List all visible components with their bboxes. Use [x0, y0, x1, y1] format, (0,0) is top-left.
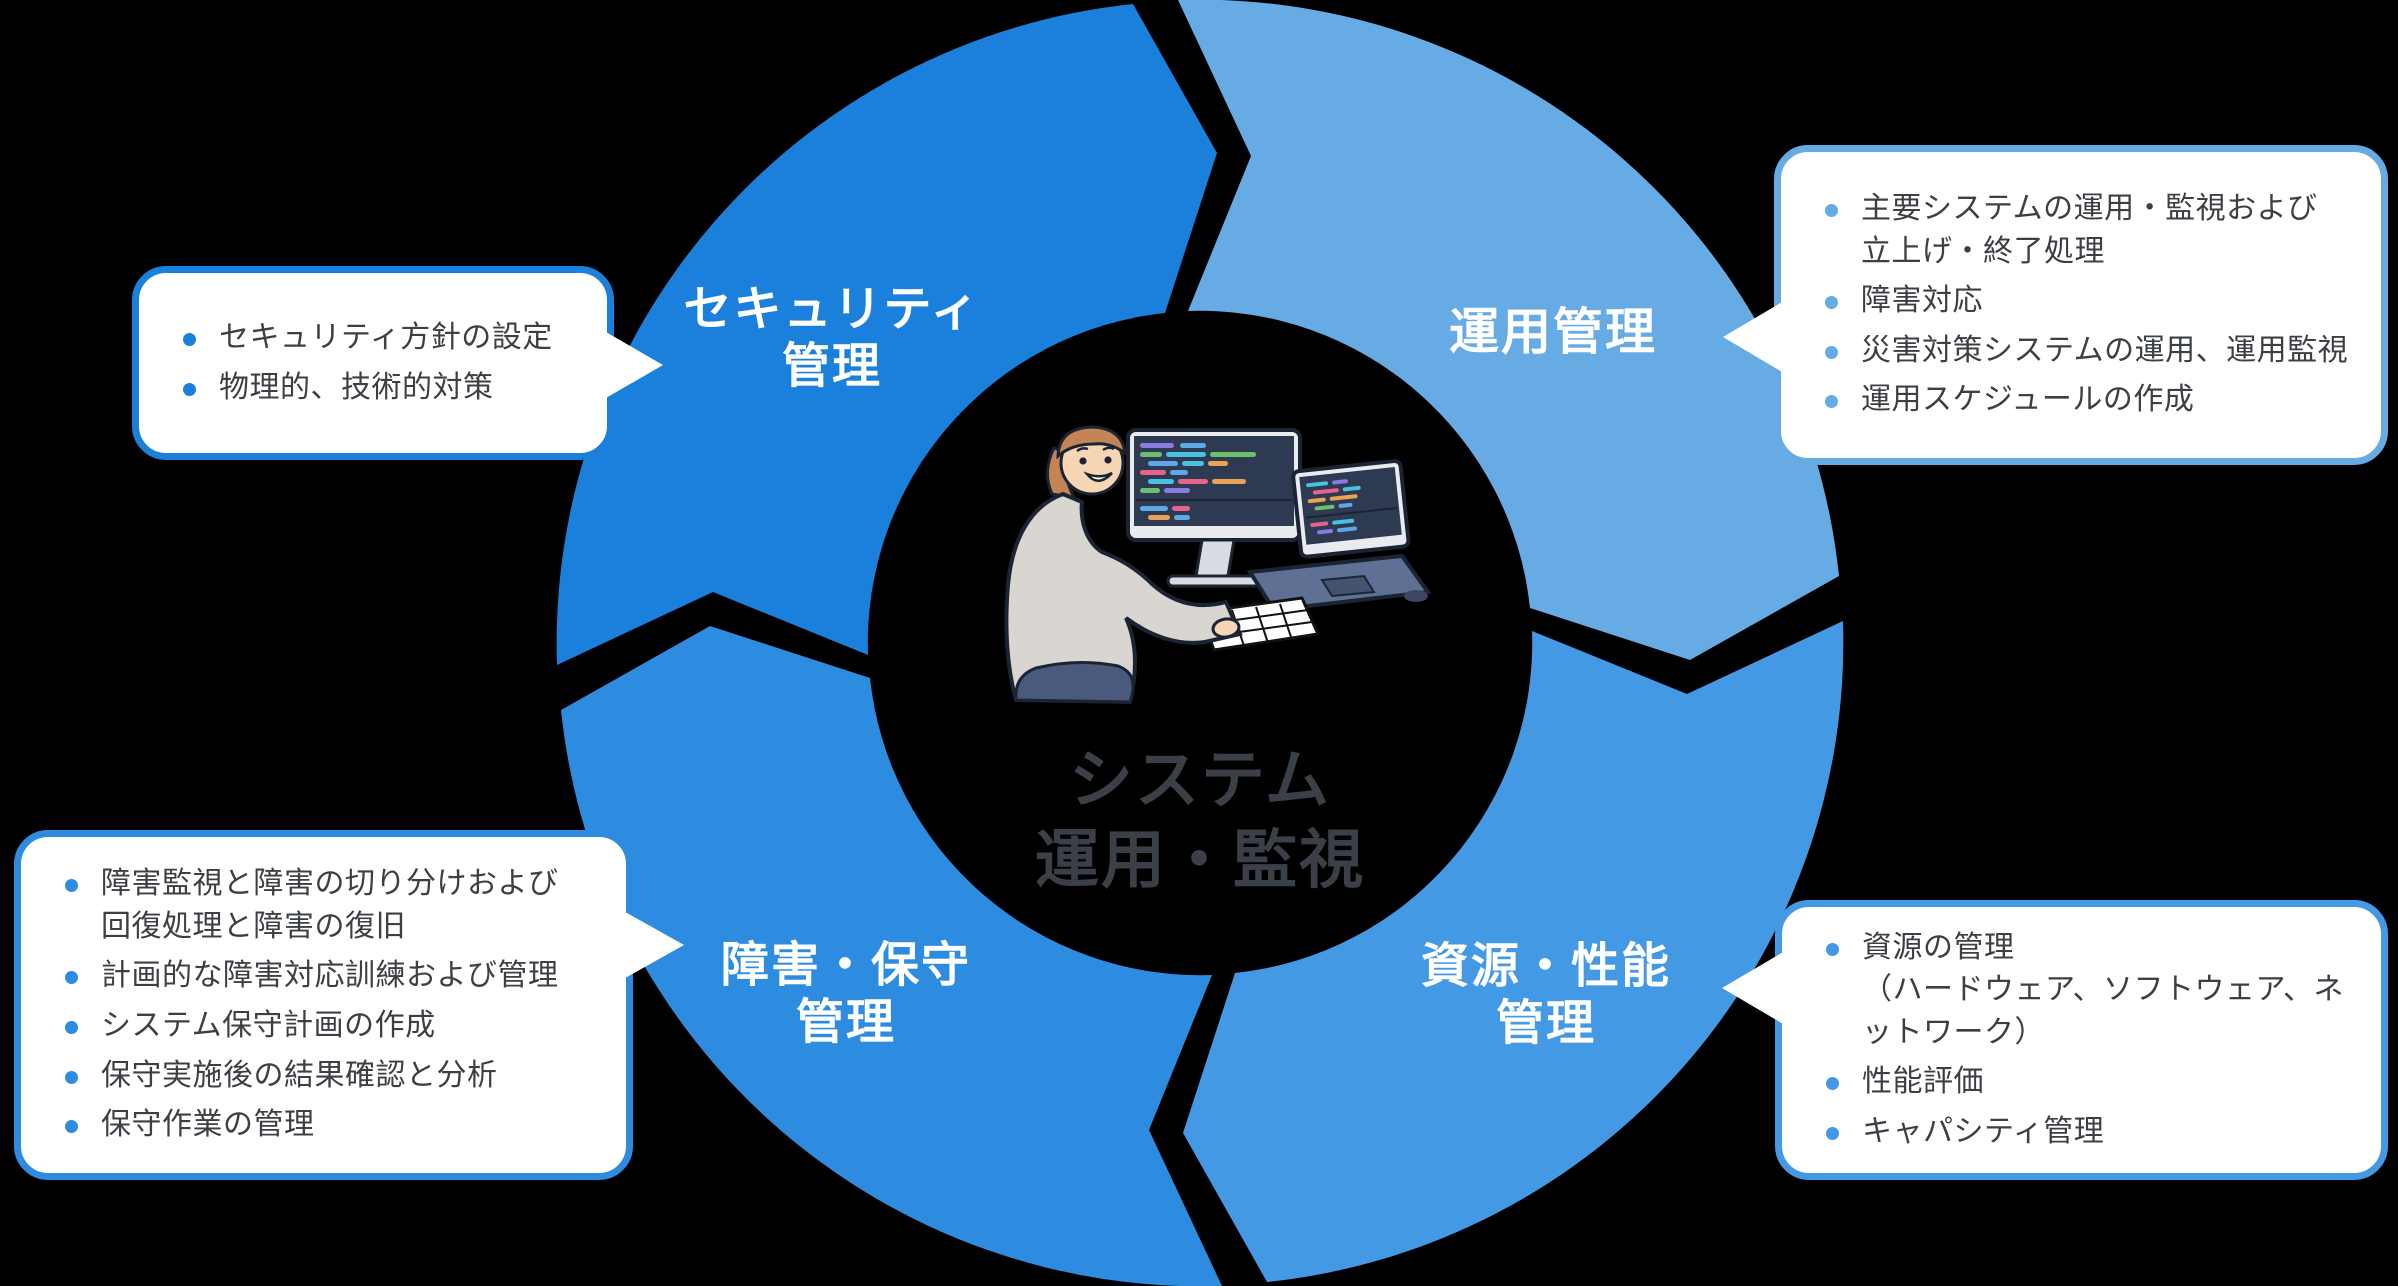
- arc-segment-maintenance: [561, 626, 1222, 1286]
- segment-label-line: 管理: [781, 339, 882, 393]
- list-item: 障害対応: [1815, 280, 2361, 323]
- list-item: 保守実施後の結果確認と分析: [55, 1055, 606, 1098]
- segment-label-line: 資源・性能: [1420, 940, 1671, 993]
- list-item: 資源の管理 （ハードウェア、ソフトウェア、ネットワーク）: [1816, 927, 2361, 1055]
- segment-label-line: 管理: [1495, 996, 1596, 1050]
- list-item: 運用スケジュールの作成: [1815, 379, 2361, 422]
- segment-label-maintenance: 障害・保守 管理: [646, 938, 1046, 1051]
- list-item: キャパシティ管理: [1816, 1111, 2361, 1154]
- list-item: 計画的な障害対応訓練および管理: [55, 955, 606, 998]
- list-item: セキュリティ方針の設定: [173, 317, 587, 360]
- segment-label-line: セキュリティ: [683, 283, 981, 336]
- segment-label-operations: 運用管理: [1353, 303, 1753, 362]
- list-item: 主要システムの運用・監視および 立上げ・終了処理: [1815, 188, 2361, 273]
- maintenance-callout-list: 障害監視と障害の切り分けおよび 回復処理と障害の復旧 計画的な障害対応訓練および…: [55, 856, 606, 1154]
- segment-label-line: 障害・保守: [720, 939, 971, 992]
- segment-label-security: セキュリティ 管理: [632, 282, 1032, 395]
- list-item: 災害対策システムの運用、運用監視: [1815, 330, 2361, 373]
- center-title-line: 運用・監視: [1035, 824, 1365, 896]
- person-figure: [1004, 425, 1243, 705]
- arc-segment-operations: [1178, 0, 1839, 660]
- center-title-line: システム: [1068, 744, 1332, 816]
- operations-callout: 主要システムの運用・監視および 立上げ・終了処理 障害対応 災害対策システムの運…: [1723, 145, 2388, 465]
- security-callout-list: セキュリティ方針の設定 物理的、技術的対策: [173, 310, 587, 416]
- segment-label-line: 運用管理: [1449, 304, 1657, 360]
- person-at-computers-illustration: [1004, 425, 1432, 705]
- list-item: 性能評価: [1816, 1061, 2361, 1104]
- list-item: 障害監視と障害の切り分けおよび 回復処理と障害の復旧: [55, 863, 606, 948]
- arc-segment-security: [556, 4, 1217, 665]
- segment-label-resources: 資源・性能 管理: [1346, 939, 1746, 1052]
- segment-label-line: 管理: [795, 995, 896, 1049]
- laptop-icon: [1246, 459, 1432, 618]
- list-item: 物理的、技術的対策: [173, 367, 587, 410]
- arc-segment-resources: [1183, 621, 1844, 1282]
- resources-callout-list: 資源の管理 （ハードウェア、ソフトウェア、ネットワーク） 性能評価 キャパシティ…: [1816, 920, 2361, 1161]
- list-item: システム保守計画の作成: [55, 1005, 606, 1048]
- resources-callout: 資源の管理 （ハードウェア、ソフトウェア、ネットワーク） 性能評価 キャパシティ…: [1722, 900, 2388, 1180]
- center-title: システム 運用・監視: [947, 740, 1453, 900]
- laptop-code-lines: [1305, 479, 1398, 535]
- monitor-icon: [1126, 428, 1302, 588]
- list-item: 保守作業の管理: [55, 1104, 606, 1147]
- monitor-code-lines: [1136, 443, 1292, 520]
- maintenance-callout: 障害監視と障害の切り分けおよび 回復処理と障害の復旧 計画的な障害対応訓練および…: [14, 830, 684, 1180]
- security-callout: セキュリティ方針の設定 物理的、技術的対策: [132, 266, 663, 460]
- operations-callout-list: 主要システムの運用・監視および 立上げ・終了処理 障害対応 災害対策システムの運…: [1815, 181, 2361, 429]
